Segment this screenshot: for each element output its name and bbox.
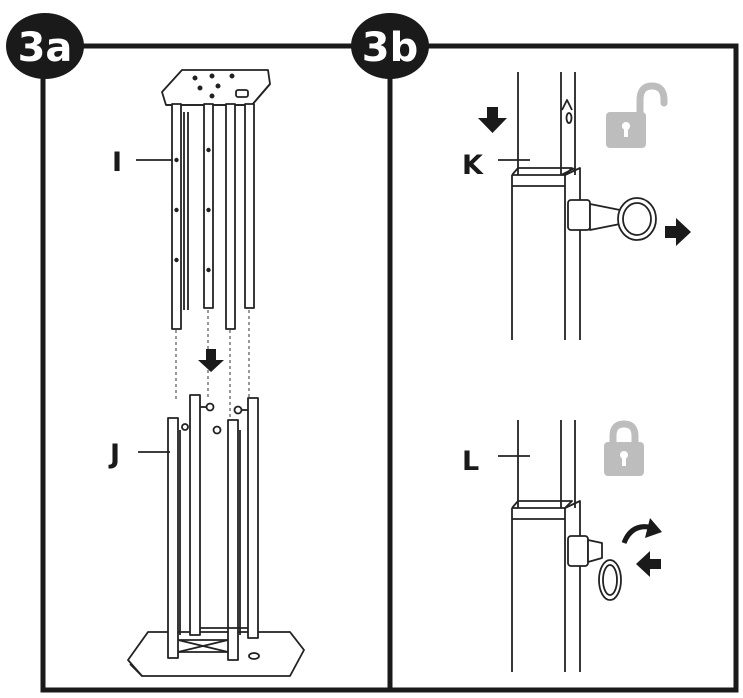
callout-label-k: K bbox=[462, 150, 484, 181]
badge-label-3b: 3b bbox=[362, 25, 418, 71]
arrow-right-icon bbox=[665, 218, 691, 246]
callout-label-j: J bbox=[108, 439, 120, 470]
locked-padlock-icon bbox=[604, 420, 644, 476]
lock-detail bbox=[511, 420, 622, 672]
arrow-left-icon bbox=[636, 551, 661, 577]
step-badge-3a: 3a bbox=[6, 13, 84, 79]
callout-j: J bbox=[108, 439, 170, 470]
unlocked-padlock-icon bbox=[606, 82, 668, 148]
unlock-detail bbox=[511, 72, 657, 340]
upper-tower-section bbox=[161, 69, 271, 330]
arrow-down-icon bbox=[478, 107, 507, 133]
callout-k: K bbox=[462, 150, 530, 181]
lower-tower-section bbox=[127, 394, 305, 677]
step-badge-3b: 3b bbox=[351, 13, 429, 79]
callout-label-i: I bbox=[112, 147, 122, 178]
panel-3a-frame bbox=[40, 43, 393, 693]
panel-3b-frame bbox=[387, 43, 739, 693]
rotate-arrow-icon bbox=[621, 518, 662, 545]
callout-i: I bbox=[112, 147, 172, 178]
arrow-down-icon bbox=[198, 349, 224, 372]
badge-label-3a: 3a bbox=[18, 25, 73, 71]
callout-label-l: L bbox=[462, 446, 479, 477]
callout-l: L bbox=[462, 446, 530, 477]
